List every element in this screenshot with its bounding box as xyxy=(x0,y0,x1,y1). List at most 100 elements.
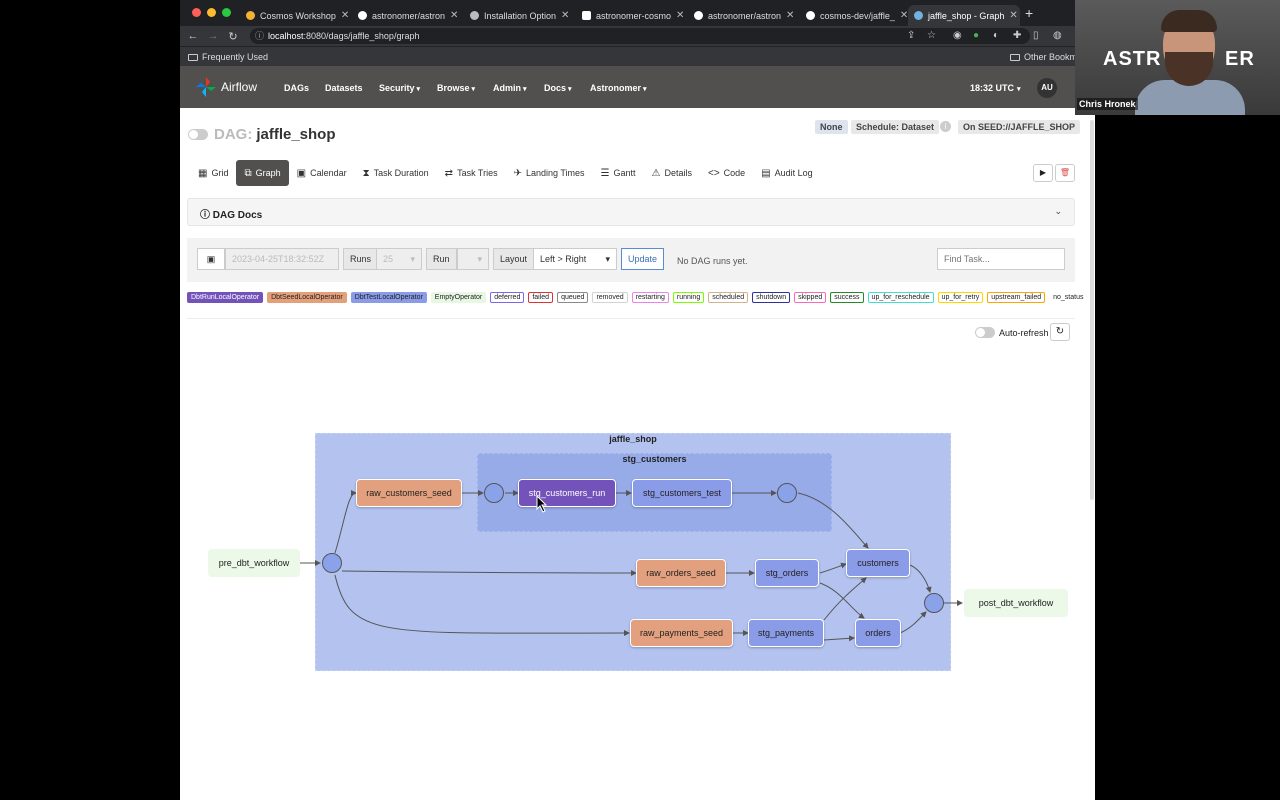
task-node-pre-dbt-workflow[interactable]: pre_dbt_workflow xyxy=(208,549,300,577)
nav-security[interactable]: Security▾ xyxy=(379,83,421,93)
timezone-selector[interactable]: 18:32 UTC▾ xyxy=(970,83,1021,93)
tab-grid[interactable]: ▦Grid xyxy=(198,167,229,179)
nav-dags[interactable]: DAGs xyxy=(284,83,310,93)
nav-datasets[interactable]: Datasets xyxy=(325,83,363,93)
nav-admin[interactable]: Admin▾ xyxy=(493,83,527,93)
close-icon[interactable]: ✕ xyxy=(450,10,459,21)
legend-item[interactable]: no_status xyxy=(1049,292,1088,303)
tab-code[interactable]: <>Code xyxy=(707,167,746,179)
legend-item[interactable]: EmptyOperator xyxy=(430,292,487,303)
bookmark-star-icon[interactable]: ☆ xyxy=(927,30,936,41)
new-tab-button[interactable]: + xyxy=(1025,5,1034,21)
tab-graph[interactable]: ⧉Graph xyxy=(236,160,289,186)
join-node[interactable] xyxy=(924,593,944,613)
maximize-window-button[interactable] xyxy=(222,8,231,17)
trigger-dag-button[interactable]: ▶ xyxy=(1033,164,1053,182)
site-info-icon[interactable]: ⓘ xyxy=(255,31,265,41)
legend-item[interactable]: running xyxy=(672,292,705,303)
task-node-stg-payments[interactable]: stg_payments xyxy=(748,619,824,647)
tab-gantt[interactable]: ☰Gantt xyxy=(600,167,636,179)
next-run-badge[interactable]: On SEED://JAFFLE_SHOP xyxy=(958,120,1081,134)
update-button[interactable]: Update xyxy=(621,248,665,270)
user-avatar[interactable]: AU xyxy=(1037,78,1057,98)
join-node[interactable] xyxy=(322,553,342,573)
find-task-input[interactable] xyxy=(937,248,1065,270)
task-node-stg-customers-test[interactable]: stg_customers_test xyxy=(632,479,732,507)
puzzle-icon[interactable]: ✚ xyxy=(1013,30,1022,41)
nav-docs[interactable]: Docs▾ xyxy=(544,83,572,93)
task-node-customers[interactable]: customers xyxy=(846,549,910,577)
task-node-stg-orders[interactable]: stg_orders xyxy=(755,559,819,587)
tab-landing-times[interactable]: ✈Landing Times xyxy=(513,167,585,179)
profile-icon[interactable]: ◍ xyxy=(1053,30,1062,41)
auto-refresh-toggle[interactable]: Auto-refresh xyxy=(975,327,1049,338)
close-icon[interactable]: ✕ xyxy=(899,10,908,21)
browser-tab[interactable]: Cosmos Workshop✕ xyxy=(240,5,348,26)
tab-details[interactable]: ⚠Details xyxy=(651,167,692,179)
legend-item[interactable]: deferred xyxy=(490,292,525,303)
task-node-raw-payments-seed[interactable]: raw_payments_seed xyxy=(630,619,733,647)
window-controls[interactable] xyxy=(192,8,231,17)
legend-item[interactable]: queued xyxy=(557,292,589,303)
legend-item[interactable]: up_for_reschedule xyxy=(867,292,934,303)
back-icon[interactable]: ← xyxy=(187,30,199,42)
reload-icon[interactable]: ↻ xyxy=(228,30,238,43)
task-node-raw-customers-seed[interactable]: raw_customers_seed xyxy=(356,479,462,507)
refresh-button[interactable]: ↻ xyxy=(1050,323,1070,341)
dag-docs-panel[interactable]: ⓘ DAG Docs ⌄ xyxy=(187,198,1075,226)
legend-item[interactable]: success xyxy=(830,292,864,303)
delete-dag-button[interactable]: 🗑 xyxy=(1055,164,1075,182)
dag-pause-toggle[interactable] xyxy=(188,129,208,140)
browser-tab[interactable]: cosmos-dev/jaffle_✕ xyxy=(800,5,908,26)
chevron-down-icon[interactable]: ⌄ xyxy=(1054,206,1062,216)
forward-icon[interactable]: → xyxy=(207,30,219,42)
browser-tab[interactable]: astronomer-cosmo✕ xyxy=(576,5,684,26)
tab-task-duration[interactable]: ⧗Task Duration xyxy=(362,167,429,179)
browser-tab-active[interactable]: jaffle_shop - Graph✕ xyxy=(908,5,1020,26)
legend-item[interactable]: removed xyxy=(592,292,628,303)
auto-refresh-switch[interactable] xyxy=(975,327,995,338)
close-icon[interactable]: ✕ xyxy=(786,10,795,21)
info-icon[interactable]: i xyxy=(940,121,951,132)
legend-item[interactable]: skipped xyxy=(794,292,827,303)
minimize-window-button[interactable] xyxy=(207,8,216,17)
close-window-button[interactable] xyxy=(192,8,201,17)
layout-select[interactable]: Left > Right▾ xyxy=(533,248,617,270)
schedule-badge[interactable]: Schedule: Dataset xyxy=(851,120,940,134)
calendar-button[interactable]: ▣ xyxy=(197,248,225,270)
legend-item[interactable]: scheduled xyxy=(708,292,749,303)
join-node[interactable] xyxy=(484,483,504,503)
base-date-input[interactable]: 2023-04-25T18:32:52Z xyxy=(225,248,339,270)
tab-audit-log[interactable]: ▤Audit Log xyxy=(761,167,813,179)
close-icon[interactable]: ✕ xyxy=(561,10,570,21)
tab-calendar[interactable]: ▣Calendar xyxy=(296,167,347,179)
legend-item[interactable]: DbtSeedLocalOperator xyxy=(267,292,347,303)
legend-item[interactable]: restarting xyxy=(631,292,669,303)
extension-icon[interactable]: ◐ xyxy=(993,30,1000,41)
task-node-orders[interactable]: orders xyxy=(855,619,901,647)
close-icon[interactable]: ✕ xyxy=(340,10,348,21)
nav-browse[interactable]: Browse▾ xyxy=(437,83,476,93)
task-node-post-dbt-workflow[interactable]: post_dbt_workflow xyxy=(964,589,1068,617)
browser-tab[interactable]: astronomer/astron✕ xyxy=(688,5,796,26)
extension-icon[interactable]: ◉ xyxy=(953,30,962,41)
page-scrollbar[interactable] xyxy=(1090,120,1094,500)
join-node[interactable] xyxy=(777,483,797,503)
bookmark-frequently-used[interactable]: Frequently Used xyxy=(188,52,268,62)
browser-tab[interactable]: astronomer/astron✕ xyxy=(352,5,460,26)
extension-icon[interactable]: ● xyxy=(973,30,980,41)
legend-item[interactable]: up_for_retry xyxy=(937,292,984,303)
legend-item[interactable]: upstream_failed xyxy=(987,292,1046,303)
run-select[interactable]: ▾ xyxy=(457,248,489,270)
legend-item[interactable]: DbtTestLocalOperator xyxy=(350,292,427,303)
address-bar[interactable]: ⓘ localhost:8080/dags/jaffle_shop/graph xyxy=(250,28,1030,44)
close-icon[interactable]: ✕ xyxy=(676,10,684,21)
sidebar-icon[interactable]: ▯ xyxy=(1033,30,1039,41)
nav-astronomer[interactable]: Astronomer▾ xyxy=(590,83,647,93)
airflow-logo[interactable]: Airflow xyxy=(195,76,257,98)
browser-tab[interactable]: Installation Option✕ xyxy=(464,5,572,26)
close-icon[interactable]: ✕ xyxy=(1009,10,1018,21)
legend-item[interactable]: failed xyxy=(528,292,554,303)
share-icon[interactable]: ⇪ xyxy=(907,30,916,41)
legend-item[interactable]: shutdown xyxy=(752,292,791,303)
